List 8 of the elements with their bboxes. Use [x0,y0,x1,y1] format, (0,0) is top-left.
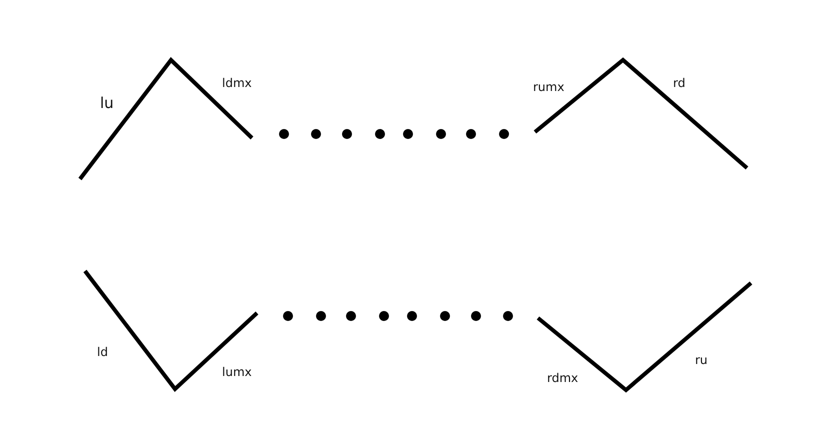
segment-label: ru [695,354,708,366]
segment-label: rumx [533,81,564,93]
segment-label: rd [673,77,686,89]
segment-label: rdmx [547,372,578,384]
segment-label: lu [100,96,114,111]
segment-label: lumx [222,366,252,378]
segment-label: ld [97,346,108,358]
segment-label: ldmx [222,77,252,89]
